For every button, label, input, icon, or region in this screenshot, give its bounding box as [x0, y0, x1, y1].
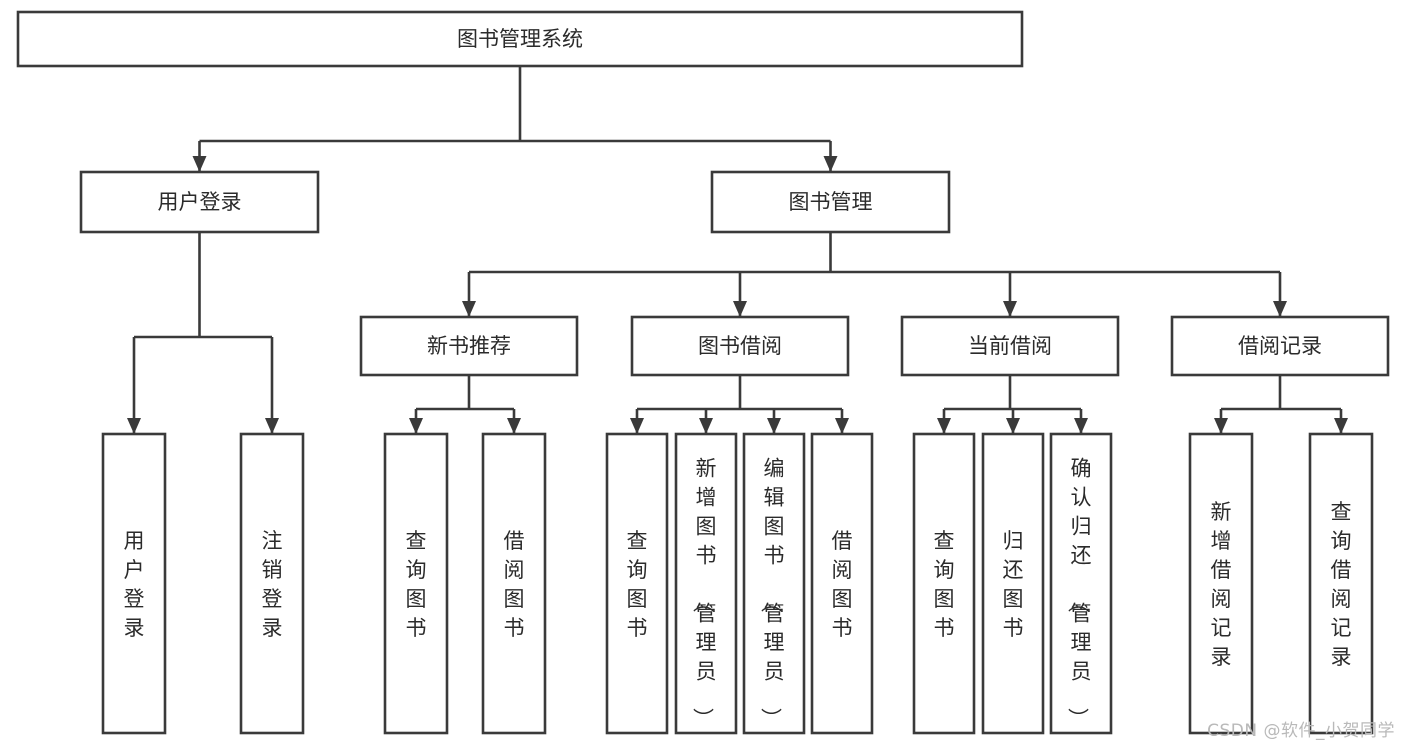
node-box-leaf_query_book_b — [605, 432, 669, 735]
arrow-head-icon — [1074, 418, 1088, 434]
node-leaf_edit_book[interactable]: 编辑图书（管理员） — [742, 432, 806, 735]
node-box-leaf_return_book — [981, 432, 1045, 735]
node-leaf_user_login[interactable]: 用户登录 — [101, 432, 167, 735]
node-book_mgmt[interactable]: 图书管理 — [710, 170, 951, 234]
node-leaf_add_book[interactable]: 新增图书（管理员） — [674, 432, 738, 735]
node-label-leaf_confirm_return: 确认归还（管理员） — [1066, 457, 1092, 729]
node-leaf_return_book[interactable]: 归还图书 — [981, 432, 1045, 735]
node-label-leaf_borrow_book_a: 借阅图书 — [504, 529, 525, 640]
node-label-leaf_add_record: 新增借阅记录 — [1211, 500, 1232, 669]
arrow-head-icon — [767, 418, 781, 434]
arrow-head-icon — [127, 418, 141, 434]
arrow-head-icon — [823, 156, 838, 172]
node-label-leaf_logout: 注销登录 — [262, 529, 283, 640]
node-label-leaf_borrow_book_b: 借阅图书 — [832, 529, 853, 640]
node-label-leaf_return_book: 归还图书 — [1003, 529, 1024, 640]
node-layer: 图书管理系统用户登录图书管理新书推荐图书借阅当前借阅借阅记录用户登录注销登录查询… — [16, 10, 1390, 735]
node-box-leaf_add_book — [674, 432, 738, 735]
arrow-head-icon — [937, 418, 951, 434]
node-current_borrow[interactable]: 当前借阅 — [900, 315, 1120, 377]
node-label-book_borrow: 图书借阅 — [698, 334, 782, 358]
node-label-leaf_query_book_b: 查询图书 — [627, 529, 648, 640]
arrow-head-icon — [265, 418, 279, 434]
node-box-book_borrow — [630, 315, 850, 377]
node-label-new_book_rec: 新书推荐 — [427, 334, 511, 358]
node-label-leaf_query_book_c: 查询图书 — [934, 529, 955, 640]
node-label-root: 图书管理系统 — [457, 27, 583, 51]
node-label-leaf_query_book_a: 查询图书 — [406, 529, 427, 640]
node-leaf_query_book_a[interactable]: 查询图书 — [383, 432, 449, 735]
arrow-head-icon — [409, 418, 423, 434]
arrow-head-icon — [733, 301, 747, 317]
node-label-book_mgmt: 图书管理 — [789, 190, 873, 214]
node-book_borrow[interactable]: 图书借阅 — [630, 315, 850, 377]
node-leaf_borrow_book_b[interactable]: 借阅图书 — [810, 432, 874, 735]
arrow-head-icon — [630, 418, 644, 434]
node-leaf_query_record[interactable]: 查询借阅记录 — [1308, 432, 1374, 735]
node-label-leaf_user_login: 用户登录 — [124, 529, 145, 640]
node-box-user_login — [79, 170, 320, 234]
arrow-head-icon — [1214, 418, 1228, 434]
node-box-leaf_logout — [239, 432, 305, 735]
node-user_login[interactable]: 用户登录 — [79, 170, 320, 234]
node-box-leaf_query_book_a — [383, 432, 449, 735]
arrow-head-icon — [507, 418, 521, 434]
node-label-leaf_edit_book: 编辑图书（管理员） — [759, 457, 785, 729]
arrow-head-icon — [1334, 418, 1348, 434]
connector-layer — [127, 66, 1348, 434]
node-box-current_borrow — [900, 315, 1120, 377]
arrow-head-icon — [1006, 418, 1020, 434]
node-label-borrow_record: 借阅记录 — [1238, 334, 1322, 358]
node-label-leaf_query_record: 查询借阅记录 — [1331, 500, 1352, 669]
node-leaf_query_book_b[interactable]: 查询图书 — [605, 432, 669, 735]
node-box-leaf_borrow_book_b — [810, 432, 874, 735]
arrow-head-icon — [192, 156, 207, 172]
node-borrow_record[interactable]: 借阅记录 — [1170, 315, 1390, 377]
node-box-book_mgmt — [710, 170, 951, 234]
node-box-new_book_rec — [359, 315, 579, 377]
node-leaf_confirm_return[interactable]: 确认归还（管理员） — [1049, 432, 1113, 735]
node-box-root — [16, 10, 1024, 68]
node-label-leaf_add_book: 新增图书（管理员） — [691, 457, 717, 729]
node-box-leaf_query_record — [1308, 432, 1374, 735]
arrow-head-icon — [1003, 301, 1017, 317]
node-box-leaf_edit_book — [742, 432, 806, 735]
node-leaf_logout[interactable]: 注销登录 — [239, 432, 305, 735]
node-leaf_add_record[interactable]: 新增借阅记录 — [1188, 432, 1254, 735]
node-root[interactable]: 图书管理系统 — [16, 10, 1024, 68]
node-new_book_rec[interactable]: 新书推荐 — [359, 315, 579, 377]
node-box-leaf_user_login — [101, 432, 167, 735]
arrow-head-icon — [462, 301, 476, 317]
node-box-leaf_borrow_book_a — [481, 432, 547, 735]
node-label-user_login: 用户登录 — [158, 190, 242, 214]
node-label-current_borrow: 当前借阅 — [968, 334, 1052, 358]
node-box-leaf_query_book_c — [912, 432, 976, 735]
arrow-head-icon — [699, 418, 713, 434]
node-box-leaf_add_record — [1188, 432, 1254, 735]
node-leaf_borrow_book_a[interactable]: 借阅图书 — [481, 432, 547, 735]
node-box-leaf_confirm_return — [1049, 432, 1113, 735]
arrow-head-icon — [835, 418, 849, 434]
node-box-borrow_record — [1170, 315, 1390, 377]
arrow-head-icon — [1273, 301, 1287, 317]
node-leaf_query_book_c[interactable]: 查询图书 — [912, 432, 976, 735]
